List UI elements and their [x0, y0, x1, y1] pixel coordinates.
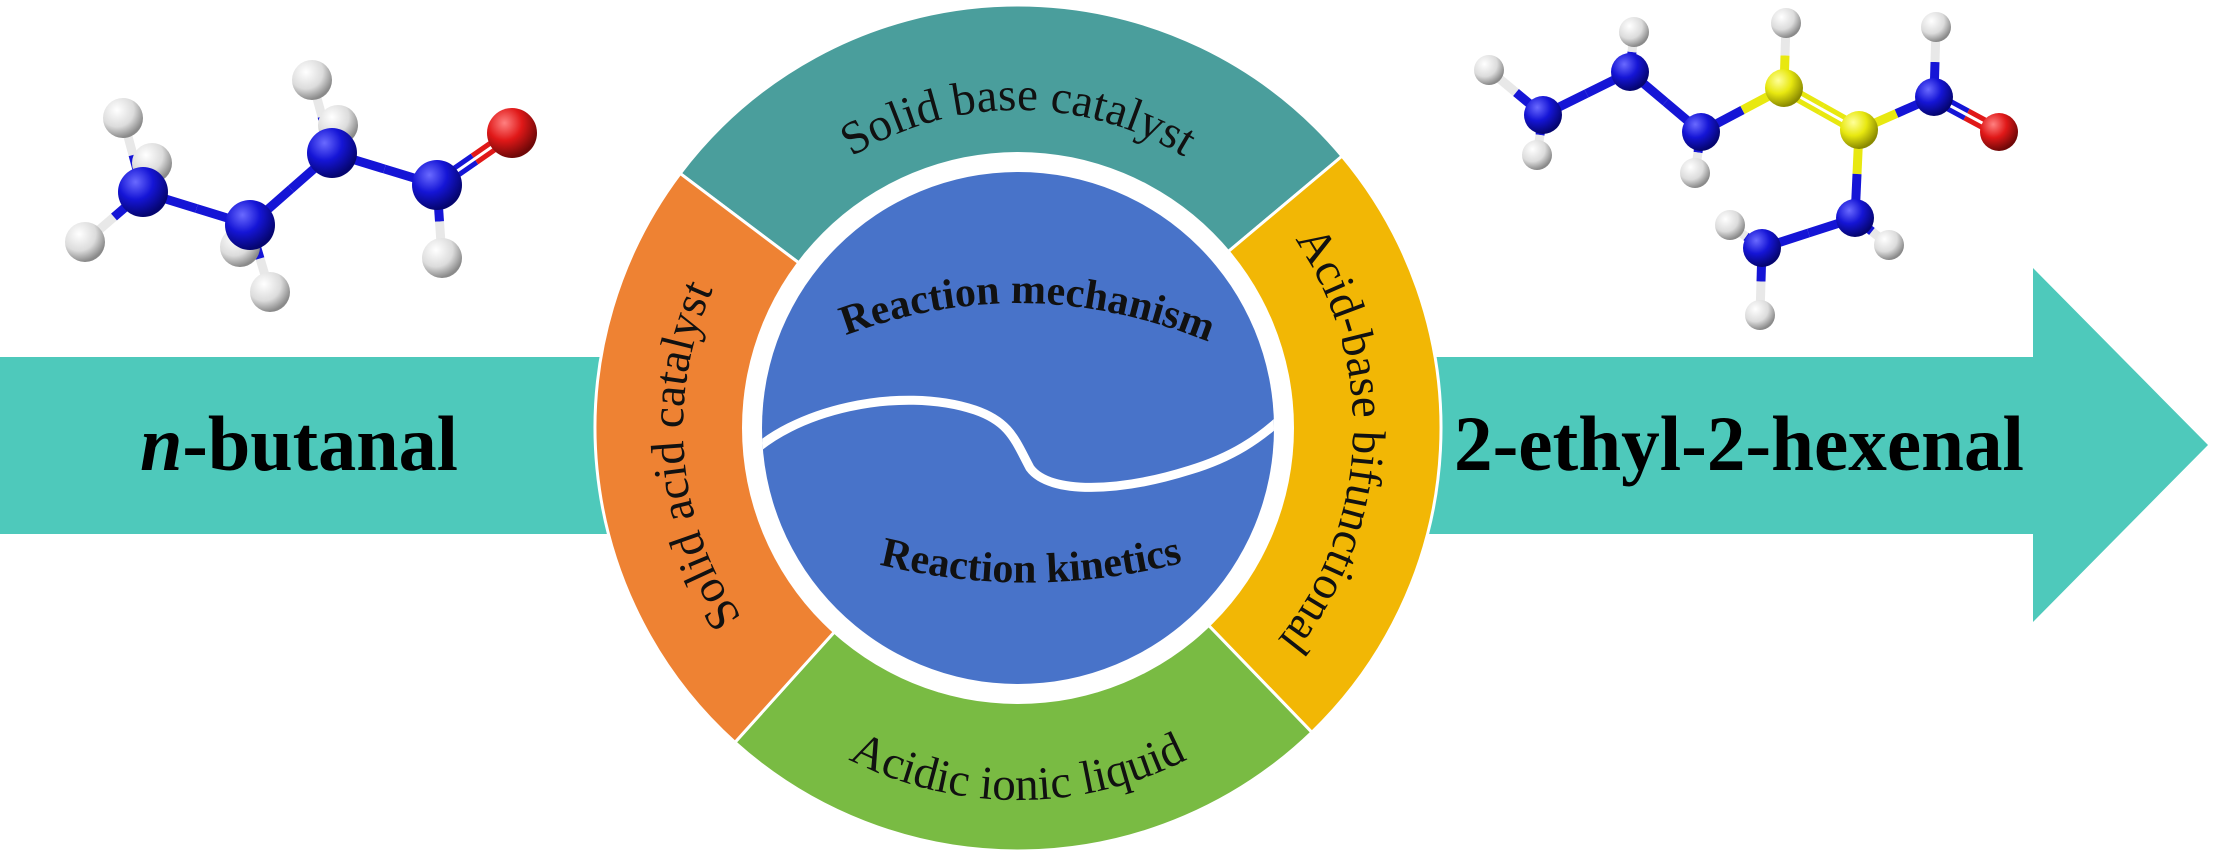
oxygen-atom — [487, 108, 537, 158]
n-butanal-molecule-model — [65, 60, 537, 312]
carbon-atom — [1915, 78, 1953, 116]
hydrogen-atom — [1715, 210, 1745, 240]
hydrogen-atom — [1680, 158, 1710, 188]
carbon-atom — [1743, 229, 1781, 267]
arrow-shaft-left — [0, 357, 640, 534]
hydrogen-atom — [422, 238, 462, 278]
core-circle — [762, 172, 1274, 684]
hydrogen-atom — [250, 272, 290, 312]
product-label: 2-ethyl-2-hexenal — [1454, 400, 2024, 487]
carbon-atom — [118, 167, 168, 217]
catalyst-ring — [593, 3, 1443, 852]
oxygen-atom — [1980, 113, 2018, 151]
hydrogen-atom — [1474, 55, 1504, 85]
core-s-divider — [762, 395, 1274, 492]
hydrogen-atom — [1921, 12, 1951, 42]
reactant-prefix: n — [140, 400, 182, 487]
hydrogen-atom — [103, 98, 143, 138]
hydrogen-atom — [1745, 300, 1775, 330]
hydrogen-atom — [1522, 140, 1552, 170]
hydrogen-atom — [65, 222, 105, 262]
hydrogen-atom — [1874, 230, 1904, 260]
carbon-atom — [1611, 53, 1649, 91]
carbon-atom — [1836, 199, 1874, 237]
carbon-atom — [412, 160, 462, 210]
carbon-sp2-atom — [1765, 69, 1803, 107]
hydrogen-atom — [1771, 8, 1801, 38]
2-ethyl-2-hexenal-molecule-model — [1474, 8, 2018, 330]
carbon-sp2-atom — [1840, 111, 1878, 149]
carbon-atom — [1682, 113, 1720, 151]
arrow-shaft-and-head — [1400, 268, 2208, 622]
hydrogen-atom — [292, 60, 332, 100]
carbon-atom — [225, 200, 275, 250]
hydrogen-atom — [1619, 17, 1649, 47]
process-arrow — [0, 268, 2208, 622]
carbon-atom — [307, 128, 357, 178]
reactant-label: n-butanal — [140, 400, 458, 487]
carbon-atom — [1524, 96, 1562, 134]
reactant-name: -butanal — [182, 400, 458, 487]
